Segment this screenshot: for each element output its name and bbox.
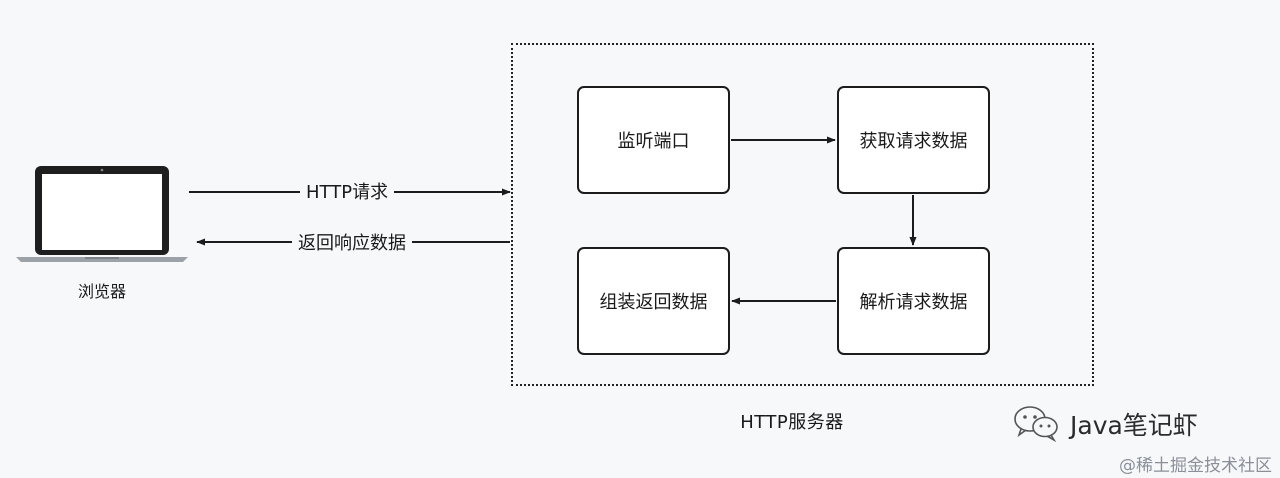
step-parse-request-data: 解析请求数据 [837, 247, 990, 355]
step-get-request-data: 获取请求数据 [837, 86, 990, 194]
wechat-icon [1010, 402, 1062, 446]
step-label: 组装返回数据 [599, 292, 708, 313]
step-label: 获取请求数据 [859, 131, 968, 152]
laptop-icon [15, 165, 190, 269]
server-boundary [511, 43, 1094, 386]
server-label: HTTP服务器 [740, 412, 844, 433]
step-label: 解析请求数据 [859, 292, 968, 313]
step-assemble-response-data: 组装返回数据 [577, 247, 730, 355]
watermark-brand-text: Java笔记虾 [1070, 411, 1198, 440]
request-label: HTTP请求 [300, 182, 395, 204]
response-label: 返回响应数据 [292, 233, 412, 255]
step-listen-port: 监听端口 [577, 86, 730, 194]
browser-label: 浏览器 [77, 282, 126, 301]
watermark-brand: Java笔记虾 [1010, 402, 1198, 446]
step-label: 监听端口 [617, 131, 690, 152]
watermark-platform: @稀土掘金技术社区 [1119, 456, 1272, 476]
